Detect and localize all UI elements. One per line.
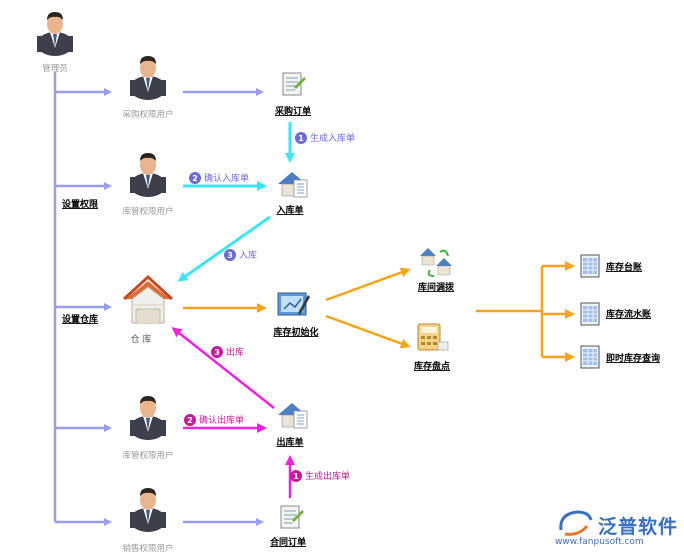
from-warehouse-badge xyxy=(211,346,223,358)
set-permissions-label: 设置权限 xyxy=(62,198,99,210)
realtime-query-icon xyxy=(580,345,600,369)
warehouse-user-bottom-label: 库管权限用户 xyxy=(122,450,173,461)
permission-trunk xyxy=(53,72,264,526)
orange-flows xyxy=(183,261,575,362)
to-warehouse-arrow xyxy=(177,215,271,282)
stock-in-icon xyxy=(277,171,308,198)
warehouse-user-bottom-avatar-icon xyxy=(130,396,166,440)
ledger-icon xyxy=(580,254,600,278)
confirm-in-badge xyxy=(189,172,201,184)
warehouse-user-top-label: 库管权限用户 xyxy=(122,206,173,217)
gen-in-badge xyxy=(295,132,307,144)
sales-user-label: 销售权限用户 xyxy=(122,543,173,554)
from-warehouse-text: 出库 xyxy=(226,346,244,358)
gen-out-num: 1 xyxy=(293,472,299,481)
stock-init-icon xyxy=(277,292,310,316)
sales-contract-label[interactable]: 合同订单 xyxy=(270,536,306,548)
to-warehouse-badge xyxy=(224,249,236,261)
ledger-label[interactable]: 库存台账 xyxy=(606,261,642,273)
stocktake-icon xyxy=(417,323,449,351)
logo-icon xyxy=(559,510,593,536)
sales-contract-icon xyxy=(280,505,305,529)
from-warehouse-num: 3 xyxy=(214,348,220,357)
transfer-icon xyxy=(420,248,452,277)
gen-out-text: 生成出库单 xyxy=(305,470,350,482)
purchase-order-label[interactable]: 采购订单 xyxy=(274,105,311,117)
to-warehouse-text: 入库 xyxy=(239,249,257,261)
transfer-label[interactable]: 库间调拨 xyxy=(418,281,455,293)
stock-out-icon xyxy=(277,402,308,429)
purchase-user-avatar-icon xyxy=(130,56,166,100)
from-warehouse-arrow xyxy=(171,327,275,409)
warehouse-icon xyxy=(122,274,174,324)
set-warehouse-label: 设置仓库 xyxy=(62,313,98,325)
warehouse-label: 仓 库 xyxy=(131,333,152,345)
stock-out-label[interactable]: 出库单 xyxy=(276,436,303,448)
stock-init-label[interactable]: 库存初始化 xyxy=(273,326,318,338)
confirm-in-text: 确认入库单 xyxy=(204,172,249,184)
flow-ledger-label[interactable]: 库存流水账 xyxy=(606,308,651,320)
to-warehouse-num: 3 xyxy=(227,251,233,260)
purchase-user-label: 采购权限用户 xyxy=(122,109,173,120)
confirm-in-num: 2 xyxy=(192,174,198,183)
gen-in-text: 生成入库单 xyxy=(310,132,355,144)
logo-url: www.fanpusoft.com xyxy=(555,537,644,547)
admin-label: 管理员 xyxy=(42,63,68,74)
confirm-out-num: 2 xyxy=(187,416,193,425)
gen-out-badge xyxy=(290,470,302,482)
confirm-out-badge xyxy=(184,414,196,426)
stocktake-label[interactable]: 库存盘点 xyxy=(414,360,450,372)
logo-name: 泛普软件 xyxy=(598,516,679,538)
confirm-out-text: 确认出库单 xyxy=(199,414,244,426)
warehouse-user-top-avatar-icon xyxy=(130,153,166,197)
sales-user-avatar-icon xyxy=(130,488,166,532)
flow-ledger-icon xyxy=(580,302,600,326)
admin-avatar-icon xyxy=(37,12,73,56)
stock-in-label[interactable]: 入库单 xyxy=(275,204,303,216)
gen-in-num: 1 xyxy=(298,134,304,143)
realtime-query-label[interactable]: 即时库存查询 xyxy=(606,352,660,364)
purchase-order-icon xyxy=(282,72,307,96)
